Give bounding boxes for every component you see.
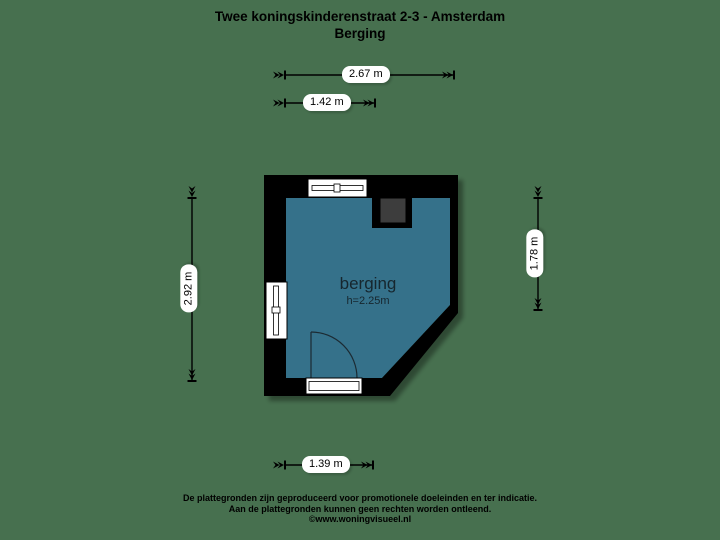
door <box>305 331 363 395</box>
footer-disclaimer-line2: Aan de plattegronden kunnen geen rechten… <box>228 503 492 514</box>
plan-body <box>264 175 458 396</box>
room-floor <box>286 198 450 378</box>
door-swing-arc <box>310 331 358 379</box>
dimension-label-left: 2.92 m <box>180 264 198 313</box>
footer-disclaimer-line1: De plattegronden zijn geproduceerd voor … <box>182 493 538 503</box>
dimension-label-top-inner: 1.42 m <box>303 94 351 111</box>
title-block: Twee koningskinderenstraat 2-3 - Amsterd… <box>0 8 720 42</box>
footer-block: De plattegronden zijn geproduceerd voor … <box>0 493 720 525</box>
room-name: berging <box>339 274 397 293</box>
room-height-label: h=2.25m <box>346 295 390 307</box>
dimension-label-bottom: 1.39 m <box>302 456 350 473</box>
room-label-block: berging h=2.25m <box>288 274 448 308</box>
window-top <box>307 178 368 198</box>
dimension-label-top-outer: 2.67 m <box>342 66 390 83</box>
dimension-label-right: 1.78 m <box>526 229 544 278</box>
shaft <box>379 197 407 224</box>
window-left <box>265 281 288 340</box>
footer-copyright: ©www.woningvisueel.nl <box>308 514 412 524</box>
walls <box>264 175 458 396</box>
page-subtitle: Berging <box>334 26 386 41</box>
page-title: Twee koningskinderenstraat 2-3 - Amsterd… <box>214 9 506 24</box>
